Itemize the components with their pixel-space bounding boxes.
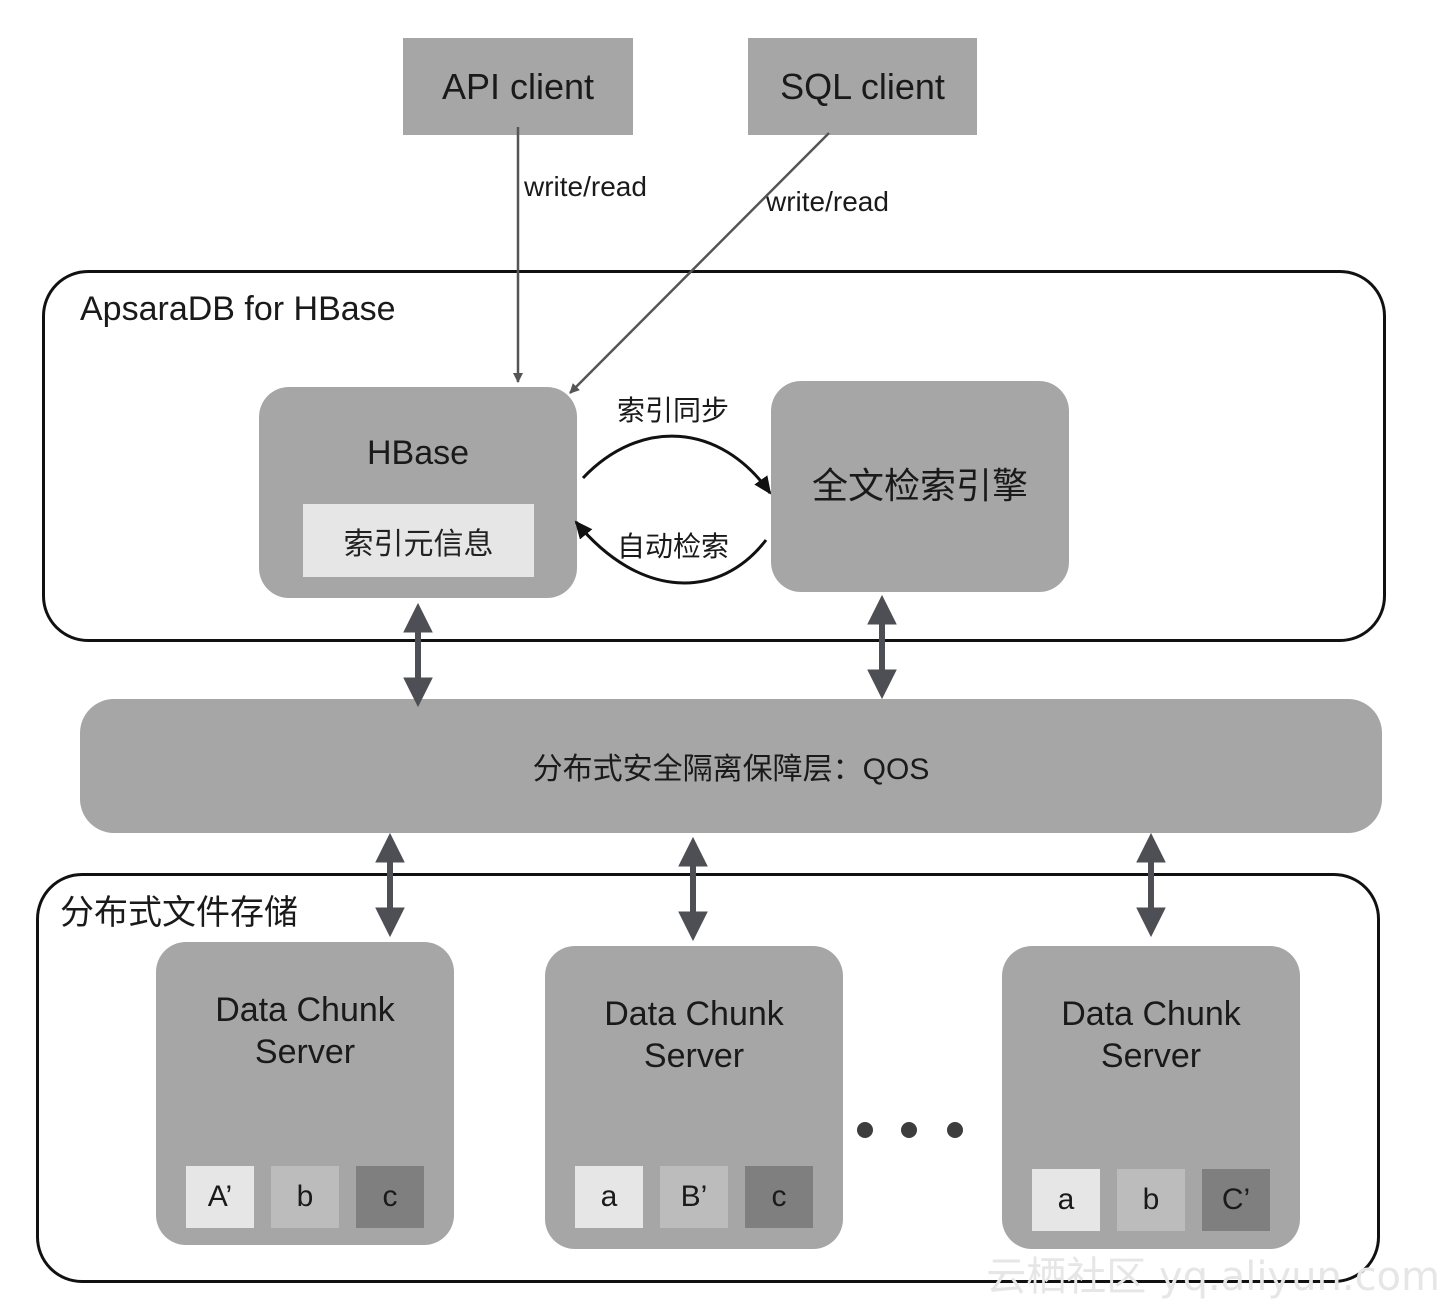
server-title-line2: Server xyxy=(643,1037,745,1075)
chunk-block: B’ xyxy=(660,1166,728,1228)
index-sync-label: 索引同步 xyxy=(617,395,730,426)
qos-layer: 分布式安全隔离保障层：QOS xyxy=(80,699,1382,833)
ellipsis-dot xyxy=(947,1122,963,1138)
watermark: 云栖社区 yq.aliyun.com xyxy=(986,1254,1440,1300)
qos-server2-double-arrow xyxy=(678,836,708,942)
sql-client-box: SQL client xyxy=(748,38,977,135)
storage-group-title: 分布式文件存储 xyxy=(60,894,298,932)
chunk-block: C’ xyxy=(1202,1169,1270,1231)
server-title-line1: Data Chunk xyxy=(604,995,784,1033)
hbase-title: HBase xyxy=(366,434,470,472)
apsaradb-group-title: ApsaraDB for HBase xyxy=(80,290,396,328)
index-metadata-label: 索引元信息 xyxy=(343,527,494,561)
sql-to-hbase-arrow xyxy=(569,132,830,394)
sql-edge-label: write/read xyxy=(766,186,889,217)
index-sync-arrow xyxy=(581,434,772,495)
ellipsis-dot xyxy=(901,1122,917,1138)
hbase-node: HBase 索引元信息 xyxy=(259,387,577,598)
qos-server1-double-arrow xyxy=(375,832,405,938)
auto-retrieve-label: 自动检索 xyxy=(617,531,730,562)
search-engine-title: 全文检索引擎 xyxy=(811,465,1028,506)
server-title-line1: Data Chunk xyxy=(215,991,395,1029)
chunk-block: A’ xyxy=(186,1166,254,1228)
fulltext-search-engine-node: 全文检索引擎 xyxy=(771,381,1069,592)
search-qos-double-arrow xyxy=(867,594,897,700)
server-title-line2: Server xyxy=(1100,1037,1202,1075)
auto-retrieve-arrow xyxy=(574,520,768,585)
api-edge-label: write/read xyxy=(524,171,647,202)
data-chunk-server: Data Chunk Server a b C’ xyxy=(1002,946,1300,1249)
qos-label: 分布式安全隔离保障层：QOS xyxy=(532,753,930,786)
chunk-block: b xyxy=(271,1166,339,1228)
api-client-label: API client xyxy=(441,65,595,107)
chunk-block: a xyxy=(575,1166,643,1228)
chunk-block: b xyxy=(1117,1169,1185,1231)
ellipsis-dot xyxy=(857,1122,873,1138)
chunk-block: c xyxy=(745,1166,813,1228)
chunk-block: c xyxy=(356,1166,424,1228)
data-chunk-server: Data Chunk Server a B’ c xyxy=(545,946,843,1249)
qos-server3-double-arrow xyxy=(1136,832,1166,938)
chunk-block: a xyxy=(1032,1169,1100,1231)
server-title-line1: Data Chunk xyxy=(1061,995,1241,1033)
api-client-box: API client xyxy=(403,38,633,135)
index-metadata-box: 索引元信息 xyxy=(303,504,534,577)
data-chunk-server: Data Chunk Server A’ b c xyxy=(156,942,454,1245)
hbase-qos-double-arrow xyxy=(403,602,433,708)
sql-client-label: SQL client xyxy=(780,65,945,107)
server-title-line2: Server xyxy=(254,1033,356,1071)
